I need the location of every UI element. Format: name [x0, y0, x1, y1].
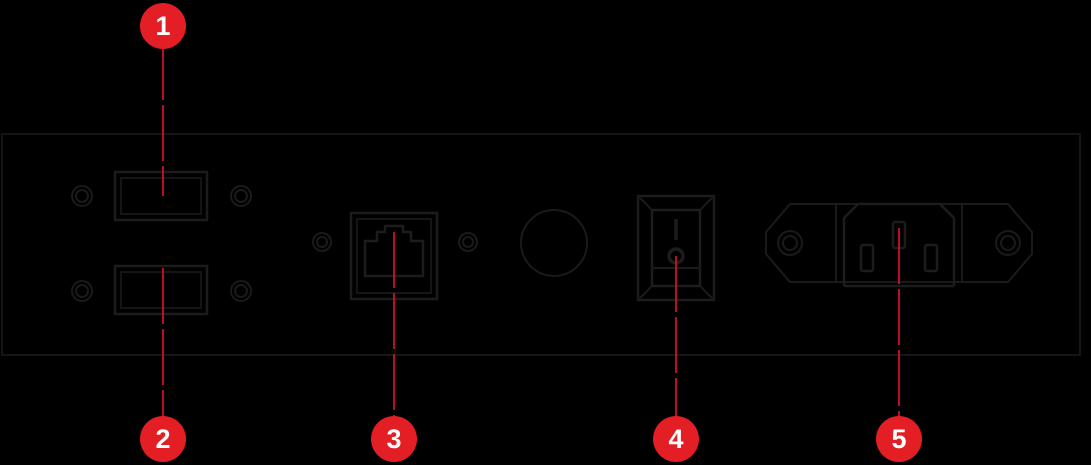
callout-marker-3[interactable]: 3 — [371, 416, 417, 462]
circular-hole — [520, 209, 588, 277]
callout-marker-5[interactable]: 5 — [876, 416, 922, 462]
callout-marker-1[interactable]: 1 — [140, 3, 186, 49]
screw-hole-upper-right — [230, 185, 252, 207]
callout-label-2: 2 — [155, 423, 171, 454]
screw-hole-lower-left — [71, 280, 93, 302]
rear-panel-outline — [1, 133, 1081, 356]
screw-hole-lower-right — [230, 280, 252, 302]
connector-lower-serial-port — [113, 264, 209, 316]
callout-label-5: 5 — [891, 423, 907, 454]
iec-neutral-slot — [923, 243, 939, 273]
iec-live-slot — [859, 243, 875, 273]
callout-label-1: 1 — [155, 10, 171, 41]
connector-upper-serial-port — [113, 170, 209, 222]
screw-hole-iec-right — [995, 230, 1021, 256]
screw-hole-iec-left — [777, 230, 803, 256]
callout-marker-2[interactable]: 2 — [140, 416, 186, 462]
callout-label-3: 3 — [386, 423, 402, 454]
screw-hole-rj45-right — [458, 232, 478, 252]
screw-hole-upper-left — [71, 185, 93, 207]
screw-hole-rj45-left — [312, 232, 332, 252]
callout-marker-4[interactable]: 4 — [653, 416, 699, 462]
callout-label-4: 4 — [668, 423, 684, 454]
